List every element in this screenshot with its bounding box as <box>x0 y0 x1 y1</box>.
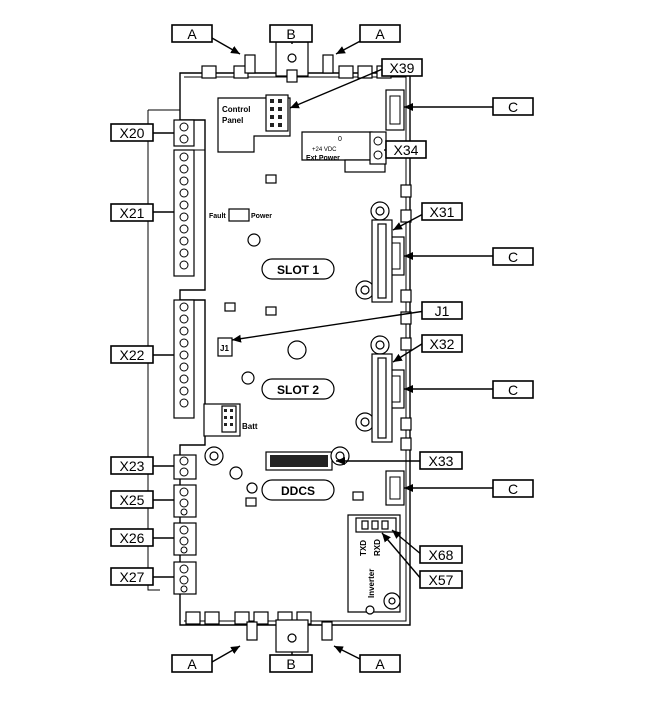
callout-a-top-left: A <box>171 24 213 43</box>
callout-a-bottom-right: A <box>359 654 401 673</box>
svg-text:C: C <box>508 382 518 398</box>
bottom-edge-connectors <box>185 611 333 653</box>
slot-2-label: SLOT 2 <box>261 378 335 400</box>
svg-text:X22: X22 <box>120 347 145 363</box>
svg-text:X21: X21 <box>120 205 145 221</box>
svg-text:A: A <box>187 26 197 42</box>
ext-power-voltage: +24 VDC <box>312 147 337 153</box>
ddcs-text: DDCS <box>281 484 315 498</box>
callout-x32: X32 <box>421 334 463 353</box>
leader-lines <box>152 37 495 663</box>
svg-text:X57: X57 <box>429 572 454 588</box>
callout-x22: X22 <box>110 345 154 364</box>
inverter-label: Inverter <box>367 569 376 598</box>
battery-connector: Batt <box>203 403 258 437</box>
svg-text:A: A <box>187 656 197 672</box>
terminal-block-x23 <box>173 454 197 480</box>
j1-board-label: J1 <box>220 344 229 353</box>
callout-b-top: B <box>269 24 313 43</box>
terminal-bus-line <box>147 109 180 591</box>
terminal-block-x26 <box>173 522 197 556</box>
terminal-block-x27 <box>173 561 197 595</box>
callout-x31: X31 <box>421 202 463 221</box>
svg-text:J1: J1 <box>435 303 450 319</box>
callout-x23: X23 <box>110 456 154 475</box>
callout-x27: X27 <box>110 567 154 586</box>
svg-text:B: B <box>286 656 295 672</box>
callout-x25: X25 <box>110 490 154 509</box>
callout-x34: X34 <box>385 140 427 159</box>
ddcs-connector: DDCS <box>261 446 350 501</box>
svg-text:X34: X34 <box>394 142 419 158</box>
control-panel-label-1: Control <box>222 105 250 114</box>
txd-label: TXD <box>359 540 368 556</box>
callout-c1: C <box>492 97 534 116</box>
callout-x33: X33 <box>419 451 463 470</box>
callout-x39: X39 <box>381 58 423 77</box>
svg-text:X32: X32 <box>430 336 455 352</box>
rxd-label: RXD <box>373 539 382 556</box>
terminal-block-x25 <box>173 484 197 518</box>
board-components <box>204 174 364 507</box>
svg-text:C: C <box>508 481 518 497</box>
callout-x20: X20 <box>110 123 154 142</box>
svg-text:A: A <box>375 26 385 42</box>
slot-2-text: SLOT 2 <box>277 383 319 397</box>
svg-text:X33: X33 <box>429 453 454 469</box>
callout-c2: C <box>492 247 534 266</box>
callout-x21: X21 <box>110 203 154 222</box>
slot-2-connector <box>355 335 393 443</box>
callout-b-bottom: B <box>269 654 313 673</box>
callout-j1: J1 <box>421 301 463 320</box>
callout-c3: C <box>492 380 534 399</box>
callout-a-top-right: A <box>359 24 401 43</box>
svg-text:X25: X25 <box>120 492 145 508</box>
svg-text:X20: X20 <box>120 125 145 141</box>
fault-power-leds: Fault Power <box>209 208 272 222</box>
terminal-block-x22 <box>173 299 195 419</box>
svg-text:X39: X39 <box>390 60 415 76</box>
svg-text:X26: X26 <box>120 530 145 546</box>
j1-jumper: J1 <box>217 337 233 357</box>
svg-text:X23: X23 <box>120 458 145 474</box>
svg-text:B: B <box>286 26 295 42</box>
terminal-block-x21 <box>173 149 205 277</box>
ext-power-name: Ext.Power <box>306 155 340 162</box>
power-label: Power <box>251 213 272 220</box>
ext-power-zero: 0 <box>338 136 342 143</box>
callout-x68: X68 <box>419 545 463 564</box>
control-panel-connector: Control Panel <box>217 94 291 153</box>
batt-label: Batt <box>242 422 258 431</box>
callout-x57: X57 <box>419 570 463 589</box>
svg-text:A: A <box>375 656 385 672</box>
svg-text:X27: X27 <box>120 569 145 585</box>
terminal-block-x20 <box>173 119 195 147</box>
slot-1-connector <box>355 201 393 303</box>
slot-1-text: SLOT 1 <box>277 263 319 277</box>
svg-text:C: C <box>508 249 518 265</box>
svg-text:X31: X31 <box>430 204 455 220</box>
control-panel-label-2: Panel <box>222 116 243 125</box>
slot-1-label: SLOT 1 <box>261 258 335 280</box>
svg-text:X68: X68 <box>429 547 454 563</box>
svg-text:C: C <box>508 99 518 115</box>
callout-a-bottom-left: A <box>171 654 213 673</box>
ext-power-connector: 0 +24 VDC Ext.Power <box>301 131 387 173</box>
fault-label: Fault <box>209 213 226 220</box>
callout-c4: C <box>492 479 534 498</box>
callout-x26: X26 <box>110 528 154 547</box>
